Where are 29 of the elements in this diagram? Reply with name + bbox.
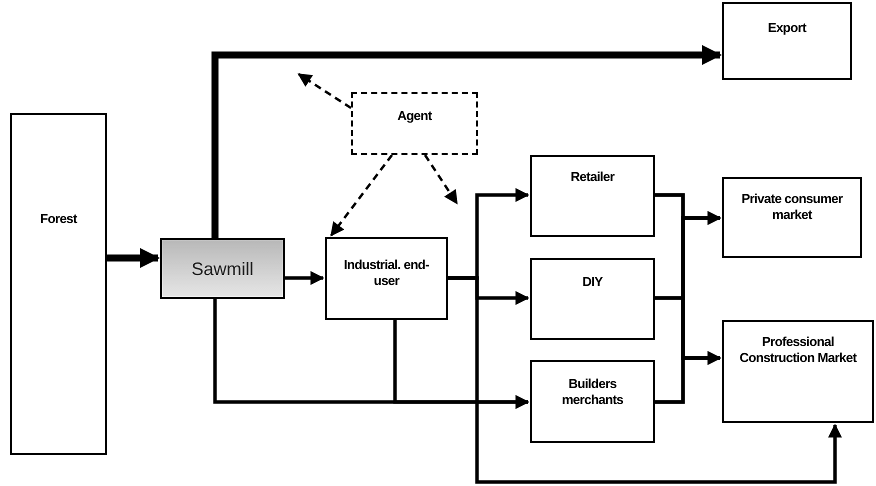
node-label: Retailer: [570, 169, 614, 185]
arrow: [107, 248, 160, 268]
process-box: [722, 320, 874, 423]
node-label: DIY: [582, 274, 603, 290]
process-box: [325, 237, 448, 320]
arrow: [285, 271, 324, 285]
arrow: [424, 154, 458, 204]
process-box: [722, 2, 852, 80]
node-label: Agent: [397, 108, 432, 124]
node-label: Export: [768, 20, 806, 36]
arrow: [212, 45, 722, 238]
process-box: [530, 258, 655, 340]
node-label: Professional Construction Market: [738, 334, 858, 366]
node-label: Industrial. end-user: [342, 257, 430, 289]
process-box: [10, 113, 107, 455]
node-label: Builders merchants: [560, 376, 624, 408]
process-box: [530, 155, 655, 237]
arrow: [655, 351, 722, 404]
node-label: Private consumer market: [740, 191, 844, 223]
process-box: [722, 177, 862, 258]
arrow: [330, 154, 393, 237]
arrow: [393, 320, 530, 409]
arrow: [298, 73, 352, 110]
node-label: Sawmill: [191, 258, 254, 280]
process-box: [160, 238, 285, 299]
arrow: [448, 276, 842, 484]
process-box: [530, 360, 655, 443]
node-label: Forest: [40, 211, 77, 227]
process-box: [351, 92, 478, 155]
